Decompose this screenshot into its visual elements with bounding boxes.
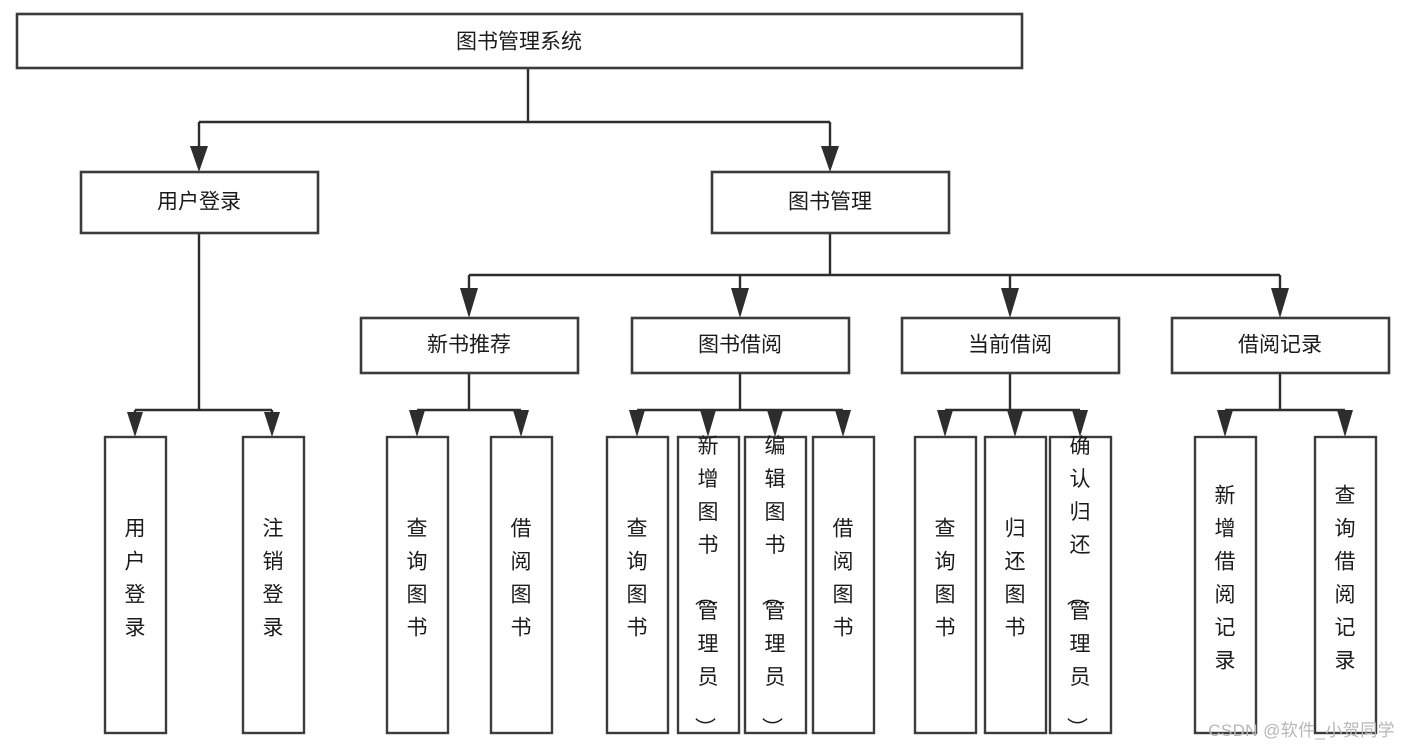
node-leaf-query-record-box[interactable] xyxy=(1313,435,1378,735)
node-user-login-label: 用户登录 xyxy=(157,191,241,214)
node-leaf-user-logout[interactable]: 注销登录 xyxy=(241,435,306,735)
arrow-leaf-borrow-book-2 xyxy=(835,410,851,437)
node-leaf-edit-book[interactable]: 编辑图书（管理员） xyxy=(743,435,808,738)
node-leaf-return-book-label: 归还图书 xyxy=(1005,518,1026,640)
node-new-book-recommend-label: 新书推荐 xyxy=(427,334,511,357)
arrow-user-login xyxy=(190,146,208,172)
node-leaf-borrow-book-2-label: 借阅图书 xyxy=(833,518,854,640)
node-leaf-add-record-box[interactable] xyxy=(1193,435,1258,735)
arrow-leaf-user-login xyxy=(127,412,143,437)
connectors-group xyxy=(127,68,1353,437)
node-user-login[interactable]: 用户登录 xyxy=(79,170,320,235)
node-root-box[interactable] xyxy=(15,12,1024,70)
node-leaf-add-book[interactable]: 新增图书（管理员） xyxy=(676,435,741,738)
arrow-new-book-recommend xyxy=(460,288,478,318)
node-leaf-confirm-return[interactable]: 确认归还（管理员） xyxy=(1048,435,1113,738)
node-leaf-query-book-3-box[interactable] xyxy=(913,435,978,735)
arrow-book-borrow xyxy=(731,288,749,318)
arrow-leaf-query-record xyxy=(1337,410,1353,437)
arrow-leaf-query-book-2 xyxy=(629,410,645,437)
node-leaf-add-record[interactable]: 新增借阅记录 xyxy=(1193,435,1258,735)
node-leaf-borrow-book-2-box[interactable] xyxy=(811,435,876,735)
node-book-borrow-label: 图书借阅 xyxy=(698,334,782,357)
csdn-watermark: CSDN @软件_小贺同学 xyxy=(1208,721,1395,740)
node-leaf-add-book-box[interactable] xyxy=(676,435,741,735)
node-book-manage[interactable]: 图书管理 xyxy=(710,170,951,235)
node-root-label: 图书管理系统 xyxy=(456,31,582,54)
node-leaf-query-book-3[interactable]: 查询图书 xyxy=(913,435,978,735)
node-current-borrow-label: 当前借阅 xyxy=(968,334,1052,357)
arrow-leaf-borrow-book-1 xyxy=(513,410,529,437)
arrow-leaf-add-record xyxy=(1217,410,1233,437)
node-user-login-box[interactable] xyxy=(79,170,320,235)
node-leaf-query-book-2[interactable]: 查询图书 xyxy=(605,435,670,735)
node-leaf-add-book-label: 新增图书（管理员） xyxy=(693,435,719,738)
node-leaf-add-record-label: 新增借阅记录 xyxy=(1215,485,1236,673)
node-new-book-recommend[interactable]: 新书推荐 xyxy=(359,316,580,375)
node-leaf-user-login[interactable]: 用户登录 xyxy=(103,435,168,735)
node-leaf-user-login-box[interactable] xyxy=(103,435,168,735)
arrow-leaf-confirm-return xyxy=(1072,410,1088,437)
node-current-borrow-box[interactable] xyxy=(900,316,1121,375)
arrow-leaf-edit-book xyxy=(767,410,783,437)
node-leaf-user-login-label: 用户登录 xyxy=(125,518,146,640)
node-leaf-query-book-2-box[interactable] xyxy=(605,435,670,735)
node-new-book-recommend-box[interactable] xyxy=(359,316,580,375)
arrow-book-manage xyxy=(821,146,839,172)
node-leaf-return-book[interactable]: 归还图书 xyxy=(983,435,1048,735)
node-book-borrow[interactable]: 图书借阅 xyxy=(630,316,851,375)
node-leaf-borrow-book-1-box[interactable] xyxy=(489,435,554,735)
node-leaf-query-book-2-label: 查询图书 xyxy=(627,518,648,640)
node-leaf-confirm-return-box[interactable] xyxy=(1048,435,1113,735)
arrow-leaf-user-logout xyxy=(264,412,280,437)
node-leaf-query-book-1-label: 查询图书 xyxy=(407,518,428,640)
arrow-current-borrow xyxy=(1001,288,1019,318)
arrow-leaf-query-book-3 xyxy=(937,410,953,437)
node-leaf-return-book-box[interactable] xyxy=(983,435,1048,735)
node-current-borrow[interactable]: 当前借阅 xyxy=(900,316,1121,375)
arrow-leaf-query-book-1 xyxy=(409,410,425,437)
node-leaf-query-book-3-label: 查询图书 xyxy=(935,518,956,640)
node-book-borrow-box[interactable] xyxy=(630,316,851,375)
arrow-borrow-record xyxy=(1271,288,1289,318)
arrow-leaf-add-book xyxy=(700,410,716,437)
node-leaf-query-book-1-box[interactable] xyxy=(385,435,450,735)
node-leaf-edit-book-box[interactable] xyxy=(743,435,808,735)
node-borrow-record-box[interactable] xyxy=(1170,316,1391,375)
node-borrow-record-label: 借阅记录 xyxy=(1238,334,1322,357)
node-leaf-query-record[interactable]: 查询借阅记录 xyxy=(1313,435,1378,735)
node-leaf-query-record-label: 查询借阅记录 xyxy=(1335,485,1356,673)
node-leaf-borrow-book-1-label: 借阅图书 xyxy=(511,518,532,640)
node-leaf-user-logout-label: 注销登录 xyxy=(263,518,284,640)
node-root[interactable]: 图书管理系统 xyxy=(15,12,1024,70)
node-leaf-borrow-book-1[interactable]: 借阅图书 xyxy=(489,435,554,735)
node-leaf-confirm-return-label: 确认归还（管理员） xyxy=(1065,435,1091,738)
node-book-manage-box[interactable] xyxy=(710,170,951,235)
node-borrow-record[interactable]: 借阅记录 xyxy=(1170,316,1391,375)
arrow-leaf-return-book xyxy=(1007,410,1023,437)
node-leaf-edit-book-label: 编辑图书（管理员） xyxy=(760,435,786,738)
node-leaf-query-book-1[interactable]: 查询图书 xyxy=(385,435,450,735)
node-leaf-user-logout-box[interactable] xyxy=(241,435,306,735)
node-leaf-borrow-book-2[interactable]: 借阅图书 xyxy=(811,435,876,735)
node-book-manage-label: 图书管理 xyxy=(788,191,872,214)
